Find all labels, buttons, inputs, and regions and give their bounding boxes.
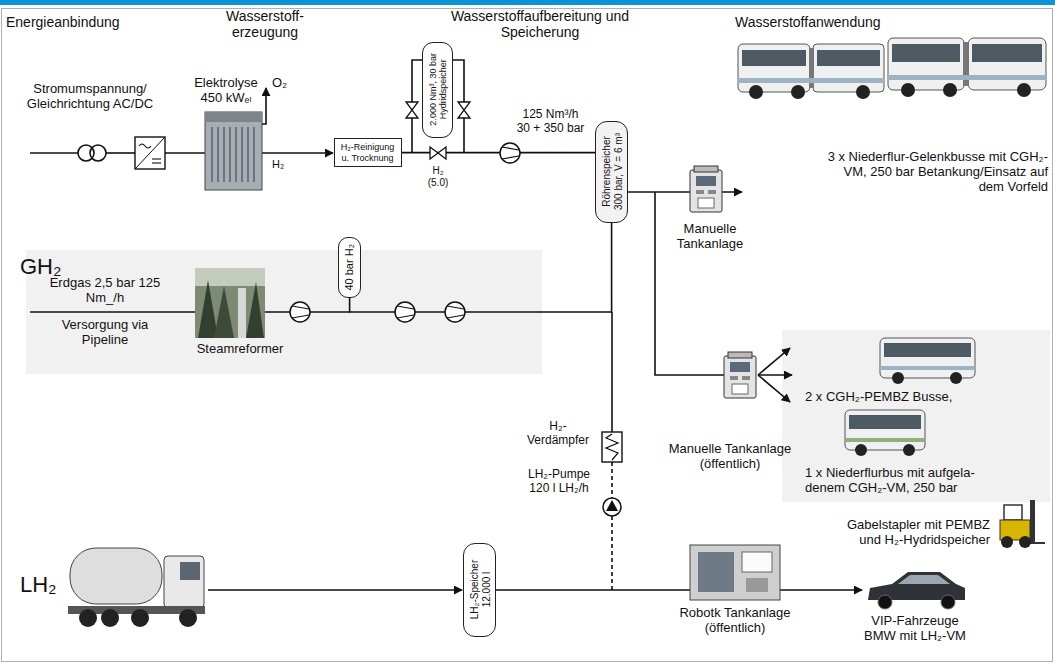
application-label: 1 x Niederflurbus mit aufgela- denem CGH…	[805, 466, 1000, 496]
label-holder: H₂	[272, 158, 302, 171]
column-heading: Wasserstoffaufbereitung und Speicherung	[450, 8, 630, 40]
label-holder: 2 x CGH₂-PEMBZ Busse,	[805, 390, 975, 405]
flow-label: H₂ (5.0)	[423, 165, 453, 188]
part-label: Steamreformer	[190, 342, 290, 357]
top-bar	[0, 0, 1055, 5]
part-label: Manuelle Tankanlage (öffentlich)	[650, 442, 810, 472]
label-holder: 125 Nm³/h 30 + 350 bar	[515, 108, 586, 136]
label-holder: Energieanbindung	[6, 14, 146, 30]
label-holder: Steamreformer	[190, 342, 290, 357]
reformer-panel	[26, 250, 542, 374]
label-holder: Manuelle Tankanlage (öffentlich)	[650, 442, 810, 472]
part-label: Erdgas 2,5 bar 125 Nm_/h	[35, 276, 175, 306]
application-label: VIP-Fahrzeuge BMW mit LH₂-VM	[859, 614, 971, 644]
flow-label: H₂	[272, 158, 302, 171]
rectifier-symbol	[135, 137, 165, 169]
storage-capsule: 40 bar H₂	[338, 237, 361, 297]
column-heading: Wasserstoffanwendung	[735, 14, 915, 30]
storage-capsule: Röhrenspeicher 300 bar, V = 6 m³	[595, 121, 628, 223]
application-label: Gabelstapler mit PEMBZ und H₂-Hydridspei…	[835, 518, 990, 548]
flow-label: O₂	[272, 76, 302, 91]
label-holder: Manuelle Tankanlage	[665, 222, 755, 252]
label-holder: Elektrolyse 450 kWₑₗ	[188, 76, 264, 106]
articulated-bus-picture	[738, 44, 884, 99]
label-holder: Gabelstapler mit PEMBZ und H₂-Hydridspei…	[835, 518, 990, 548]
label-holder: Wasserstoffaufbereitung und Speicherung	[450, 8, 630, 40]
label-holder: Stromumspannung/ Gleichrichtung AC/DC	[20, 82, 160, 112]
part-label: Stromumspannung/ Gleichrichtung AC/DC	[20, 82, 160, 112]
label-holder: H₂ (5.0)	[423, 165, 453, 188]
part-label: Robotk Tankanlage (öffentlich)	[670, 606, 800, 636]
node-text-group: H₂-Reinigung u. Trocknung	[339, 142, 397, 163]
car-picture	[868, 572, 965, 609]
dispenser-picture	[724, 352, 756, 398]
label-holder: VIP-Fahrzeuge BMW mit LH₂-VM	[859, 614, 971, 644]
label-holder: LH₂	[20, 572, 80, 597]
label-holder: H₂- Verdämpfer	[522, 420, 594, 448]
transformer-symbol	[78, 145, 106, 161]
label-holder: Wasserstoff- erzeugung	[215, 8, 315, 40]
label-holder: Versorgung via Pipeline	[45, 318, 165, 348]
label-holder: LH₂-Pumpe 120 l LH₂/h	[519, 468, 599, 496]
compressor-symbol	[290, 143, 520, 322]
column-heading: Wasserstoff- erzeugung	[215, 8, 315, 40]
label-holder: 3 x Niederflur-Gelenkbusse mit CGH₂-VM, …	[823, 150, 1048, 195]
forklift-picture	[1000, 500, 1045, 548]
part-label: Manuelle Tankanlage	[665, 222, 755, 252]
node-text: Röhrenspeicher 300 bar, V = 6 m³	[600, 128, 623, 216]
tanker-truck-picture	[68, 548, 205, 627]
storage-capsule: LH₂-Speicher 12.000 l	[463, 543, 496, 637]
bus-picture	[845, 410, 925, 456]
steamreformer-picture	[195, 268, 265, 338]
pipe-lines	[30, 60, 862, 590]
process-box: H₂-Reinigung u. Trocknung	[334, 138, 402, 167]
storage-capsule: 2.000 Nm³, 30 bar Hydridspeicher	[422, 42, 453, 138]
pump-symbol	[603, 498, 621, 516]
electrolyser-picture	[205, 112, 262, 190]
part-label: Versorgung via Pipeline	[45, 318, 165, 348]
label-holder: O₂	[272, 76, 302, 91]
evaporator-symbol	[602, 432, 622, 462]
articulated-bus-picture	[888, 38, 1046, 97]
node-text: H₂-Reinigung u. Trocknung	[339, 142, 397, 163]
row-label: LH₂	[20, 572, 80, 597]
label-holder: 1 x Niederflurbus mit aufgela- denem CGH…	[805, 466, 1000, 496]
frame	[2, 9, 1053, 662]
node-text-group: 40 bar H₂	[343, 244, 356, 290]
application-label: 2 x CGH₂-PEMBZ Busse,	[805, 390, 975, 405]
label-holder: Erdgas 2,5 bar 125 Nm_/h	[35, 276, 175, 306]
node-text-group: Röhrenspeicher 300 bar, V = 6 m³	[600, 128, 623, 216]
part-label: H₂- Verdämpfer	[522, 420, 594, 448]
label-holder: Wasserstoffanwendung	[735, 14, 915, 30]
flow-label: 125 Nm³/h 30 + 350 bar	[515, 108, 586, 136]
part-label: LH₂-Pumpe 120 l LH₂/h	[519, 468, 599, 496]
label-holder: Robotk Tankanlage (öffentlich)	[670, 606, 800, 636]
bus-panel	[782, 330, 1050, 502]
part-label: Elektrolyse 450 kWₑₗ	[188, 76, 264, 106]
bus-picture	[880, 338, 975, 384]
dispenser-picture	[690, 166, 722, 212]
node-text-group: LH₂-Speicher 12.000 l	[468, 550, 491, 630]
node-text-group: 2.000 Nm³, 30 bar Hydridspeicher	[427, 49, 448, 131]
node-text: LH₂-Speicher 12.000 l	[468, 550, 491, 630]
node-text: 2.000 Nm³, 30 bar Hydridspeicher	[427, 49, 448, 131]
column-heading: Energieanbindung	[6, 14, 146, 30]
application-label: 3 x Niederflur-Gelenkbusse mit CGH₂-VM, …	[823, 150, 1048, 195]
pipe-connector	[350, 223, 612, 312]
robot-dispenser-picture	[690, 545, 780, 600]
node-text: 40 bar H₂	[343, 244, 356, 290]
